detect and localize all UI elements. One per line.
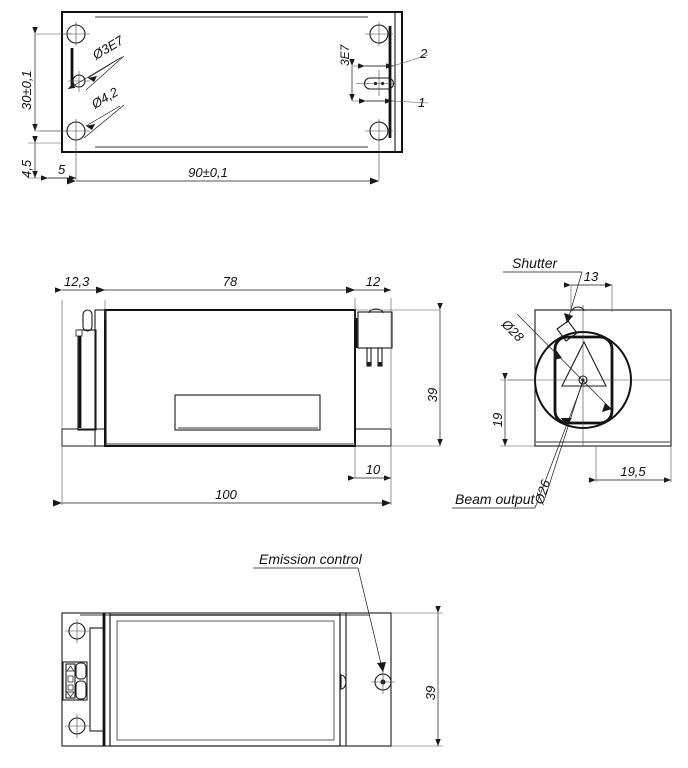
- top-view-mounting-hole-br: [365, 119, 393, 180]
- dim-side-total-100: 100: [53, 487, 391, 507]
- dim-10-label: 10: [366, 462, 381, 477]
- dim-bottom-height-39: 39: [423, 606, 441, 746]
- dim-side-body-78: 78: [96, 274, 355, 294]
- dim-12-label: 12: [366, 274, 381, 289]
- front-view-inner-aperture-26: [553, 335, 614, 425]
- front-view-beam-center: [508, 305, 671, 446]
- side-view-right-pin-header: [354, 308, 393, 367]
- dim-39-bottom-label: 39: [423, 686, 438, 700]
- callout-shutter: Shutter: [503, 255, 583, 324]
- callout-beam-output: Beam output: [452, 381, 584, 509]
- dim-slot-3e7-label: 3E7: [338, 43, 352, 66]
- dim-top-slot-w2: 2: [358, 46, 429, 69]
- callout-dia26-label: Ø26: [531, 477, 553, 507]
- dim-78-label: 78: [223, 274, 238, 289]
- side-view: 12,3 78 12 39 10 100: [53, 274, 443, 507]
- side-view-label-plate: [174, 394, 321, 431]
- bottom-view-mounting-hole-tl: [65, 619, 89, 643]
- dim-side-rear-12: 12: [348, 274, 391, 293]
- bottom-view: Emission control 39: [61, 551, 443, 747]
- bottom-view-mounting-hole-bl: [65, 714, 89, 738]
- callout-emission-control: Emission control: [253, 551, 386, 673]
- bottom-view-connector: [62, 661, 88, 701]
- dim-front-axis-19: 19: [490, 373, 508, 446]
- dim-5-label: 5: [58, 162, 66, 177]
- front-view-shutter-lever: [556, 306, 585, 342]
- callout-dia-26: Ø26: [531, 379, 584, 507]
- side-view-left-connector: [75, 309, 107, 447]
- dim-100-label: 100: [215, 487, 237, 502]
- bottom-view-side-feature: [340, 674, 347, 690]
- dim-195-label: 19,5: [620, 464, 646, 479]
- top-view-pin-hole-3e7: [68, 71, 90, 92]
- dim-side-foot-10: 10: [348, 462, 391, 481]
- dim-19-label: 19: [490, 413, 505, 427]
- callout-shutter-label: Shutter: [512, 255, 558, 271]
- dim-13-label: 13: [584, 269, 599, 284]
- dim-39-side-label: 39: [425, 388, 440, 402]
- top-view-slot-hole-3e7: [356, 70, 395, 96]
- callout-emission-control-label: Emission control: [259, 551, 363, 567]
- dim-front-width-195: 19,5: [589, 464, 671, 483]
- dim-front-aperture-13: 13: [564, 269, 612, 288]
- dim-top-height-30: 30±0,1: [19, 27, 72, 132]
- dim-top-slot-w1: 1: [359, 95, 429, 110]
- front-view-warning-triangle: [561, 340, 607, 387]
- dim-side-height-39: 39: [425, 303, 443, 446]
- bottom-view-emission-control-hole: [371, 670, 395, 694]
- top-view-mounting-hole-tr: [365, 22, 393, 46]
- bottom-view-cover-inner: [116, 620, 335, 741]
- dim-w2-label: 2: [419, 46, 428, 61]
- dim-123-label: 12,3: [64, 274, 90, 289]
- top-view-plate-outline: [61, 11, 403, 153]
- dim-45-label: 4,5: [19, 159, 34, 178]
- dim-30-label: 30±0,1: [19, 70, 34, 110]
- bottom-view-left-bracket: [89, 613, 111, 746]
- callout-beam-output-label: Beam output: [455, 491, 535, 507]
- dim-w1-label: 1: [418, 95, 425, 110]
- dim-top-length-90: 90±0,1: [67, 165, 379, 185]
- dim-90-label: 90±0,1: [188, 165, 228, 180]
- front-view: Ø28 Ø26 Shutter Beam output: [452, 255, 672, 509]
